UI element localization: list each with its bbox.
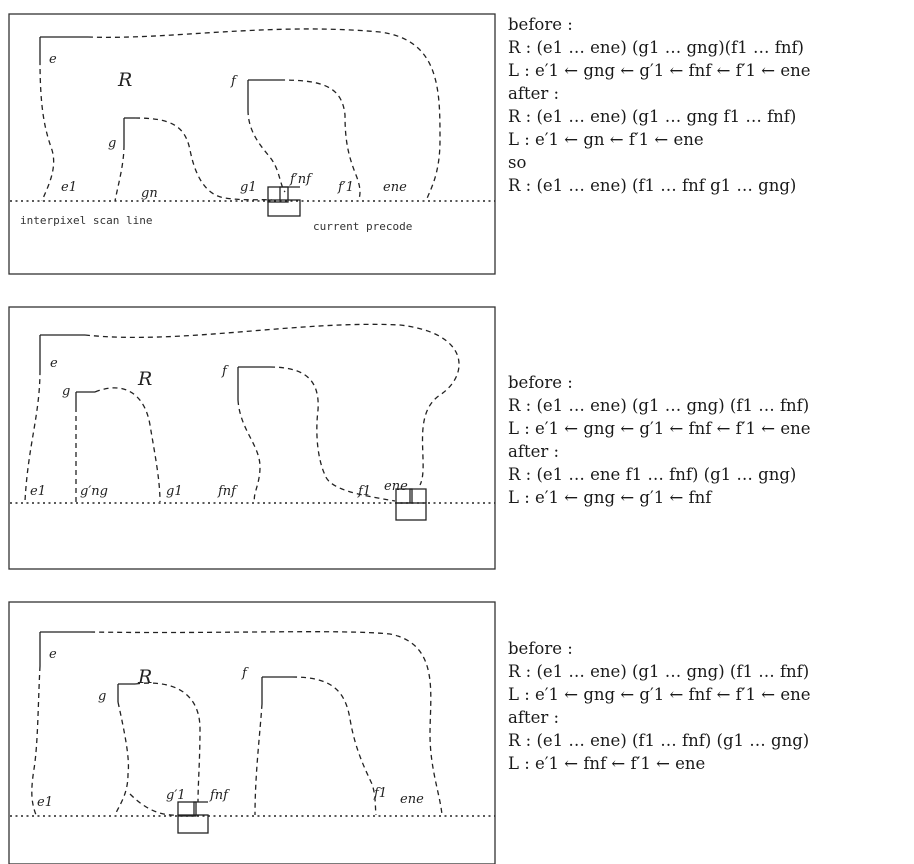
label-f1: f1 [357,484,371,499]
label-gn: gn [141,186,158,201]
panel-1-line-3: L : e′1 ← gng ← g′1 ← fnf ← f′1 ← ene [508,61,811,80]
contour-e-left [31,665,41,816]
contour-f-left [254,703,263,816]
contour-e-outer [89,631,443,816]
label-f1: f1 [373,786,387,801]
panel-1-diagram: e R f g e1 gn g1 f′nf f′1 ene interpixel… [8,13,496,275]
panel-3-line-5: R : (e1 … ene) (f1 … fnf) (g1 … gng) [508,731,810,750]
label-scan-line: interpixel scan line [20,214,152,227]
panel-1-line-7: so [508,153,527,172]
label-e1: e1 [37,795,53,810]
label-g1: g1 [240,180,257,195]
contour-e-outer [84,323,460,486]
contour-f-right [269,366,396,502]
contour-g-right [134,682,201,803]
label-ene: ene [400,792,424,807]
label-g: g [62,384,70,399]
label-e: e [50,356,58,371]
panel-1-text: before : R : (e1 … ene) (g1 … gng)(f1 … … [508,13,914,197]
contour-f-right [291,676,377,816]
panel-2-diagram: e R f g e1 g′ng g1 fnf f1 ene [8,306,496,570]
contour-e-left [39,59,55,202]
label-current-precode: current precode [313,220,412,233]
panel-2-frame [8,306,496,570]
contour-f-left [247,109,286,193]
label-g: g [108,136,116,151]
panel-3-line-1: before : [508,639,573,658]
panel-2-text: before : R : (e1 … ene) (g1 … gng) (f1 …… [508,371,914,509]
panel-3-line-2: R : (e1 … ene) (g1 … gng) (f1 … fnf) [508,662,810,681]
label-fnf: fnf [209,788,230,803]
panel-1-line-2: R : (e1 … ene) (g1 … gng)(f1 … fnf) [508,38,804,57]
label-g1-prime: g′1 [166,788,186,803]
panel-3-text: before : R : (e1 … ene) (g1 … gng) (f1 …… [508,637,914,775]
panel-2-line-5: R : (e1 … ene f1 … fnf) (g1 … gng) [508,465,797,484]
contour-g-bottom [129,793,179,816]
label-g: g [98,689,106,704]
label-f: f [230,74,238,89]
label-e1: e1 [61,180,77,195]
panel-3-line-6: L : e′1 ← fnf ← f′1 ← ene [508,754,706,773]
precode-corner [279,186,300,200]
panel-3-line-3: L : e′1 ← gng ← g′1 ← fnf ← f′1 ← ene [508,685,811,704]
label-g1: g1 [166,484,183,499]
panel-2-line-3: L : e′1 ← gng ← g′1 ← fnf ← f′1 ← ene [508,419,811,438]
label-e: e [49,52,57,67]
panel-1-line-5: R : (e1 … ene) (g1 … gng f1 … fnf) [508,107,797,126]
contour-e-outer [87,28,441,202]
panel-2-line-1: before : [508,373,573,392]
label-R: R [117,69,132,91]
label-R: R [137,368,152,390]
label-f1-prime: f′1 [337,180,354,195]
panel-1-frame [8,13,496,275]
label-fnf: fnf [217,484,238,499]
precode-box-upper [267,186,289,203]
contour-g-right [134,117,273,201]
panel-1-line-6: L : e′1 ← gn ← f′1 ← ene [508,130,704,149]
label-f: f [241,666,249,681]
contour-f-left [237,399,261,503]
label-e: e [49,647,57,662]
contour-g-left [114,701,130,816]
label-R: R [137,666,152,688]
panel-2-line-6: L : e′1 ← gng ← g′1 ← fnf [508,488,712,507]
label-f: f [221,364,229,379]
panel-2-line-2: R : (e1 … ene) (g1 … gng) (f1 … fnf) [508,396,810,415]
panel-3-line-4: after : [508,708,560,727]
panel-3-diagram: e R f g e1 g′1 fnf f1 ene [8,601,496,864]
panel-3-frame [8,601,496,864]
label-fnf-prime: f′nf [289,172,313,187]
precode-corner [193,801,208,815]
panel-1-line-1: before : [508,15,573,34]
contour-g-left [114,144,125,202]
panel-2-line-4: after : [508,442,560,461]
label-ene: ene [384,479,408,494]
precode-box-lower [177,814,209,834]
panel-1-line-4: after : [508,84,560,103]
contour-e-left [24,369,41,502]
precode-box-lower [395,502,427,521]
precode-box-upper [177,801,197,817]
precode-corner [409,488,427,503]
precode-box-lower [267,199,301,217]
label-gng-prime: g′ng [80,484,108,499]
panel-1-line-8: R : (e1 … ene) (f1 … fnf g1 … gng) [508,176,797,195]
label-ene: ene [383,180,407,195]
contour-g-right [94,387,161,503]
label-e1: e1 [30,484,46,499]
